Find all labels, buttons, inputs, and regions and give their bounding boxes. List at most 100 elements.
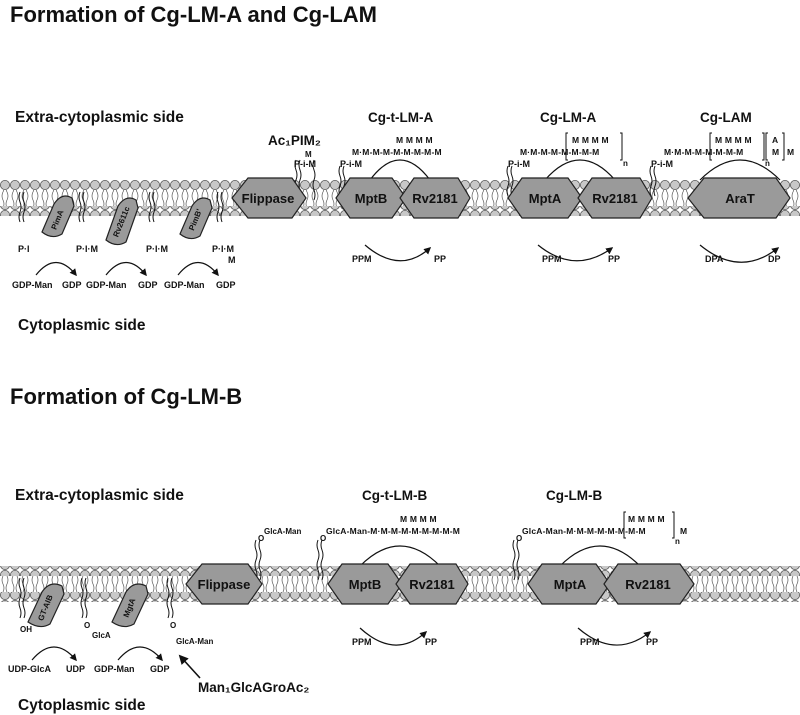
mpta-arc-b xyxy=(559,545,641,567)
o5-label: O xyxy=(516,534,522,543)
ppm-arc-b1 xyxy=(359,627,428,646)
cofactor-arcs-b xyxy=(31,646,163,662)
mpta-b-chain-m: M xyxy=(680,526,687,536)
mptb-arc-b xyxy=(359,545,441,567)
glca-man-label: GlcA-Man xyxy=(176,637,213,646)
svg-text:MptB: MptB xyxy=(355,191,388,206)
svg-text:Rv2181: Rv2181 xyxy=(625,577,671,592)
gt-aib-enzyme: GT-AIB xyxy=(27,583,65,628)
section-a-title: Formation of Cg-LM-A and Cg-LAM xyxy=(10,2,377,27)
gdp-man-1: GDP-Man xyxy=(12,280,53,290)
flippase-b: Flippase xyxy=(185,563,263,605)
lipid-anchors-b xyxy=(18,539,520,619)
ppm-b2: PPM xyxy=(580,637,600,647)
man1-arrow xyxy=(178,654,201,679)
pp-a2: PP xyxy=(608,254,620,264)
arat-chain-m: M xyxy=(772,147,779,157)
mpta-enzyme-a: MptA xyxy=(507,177,583,219)
mpta-pim-label: P-i-M xyxy=(508,159,530,169)
ac-pim-m: M xyxy=(305,150,312,159)
mptb-enzyme-b: MptB xyxy=(327,563,403,605)
svg-text:Rv2181: Rv2181 xyxy=(409,577,455,592)
gdp-2: GDP xyxy=(138,280,158,290)
man1glca-label: Man₁GlcAGroAc₂ xyxy=(198,680,309,695)
svg-text:Flippase: Flippase xyxy=(242,191,295,206)
pp-b2: PP xyxy=(646,637,658,647)
gdp-man-3: GDP-Man xyxy=(164,280,205,290)
oh-label: OH xyxy=(20,625,32,634)
svg-text:Flippase: Flippase xyxy=(198,577,251,592)
arat-n: n xyxy=(765,159,770,168)
cg-lm-b-label: Cg-LM-B xyxy=(546,488,602,503)
section-a-extra-label: Extra-cytoplasmic side xyxy=(15,109,184,126)
ppm-arc-a1 xyxy=(364,244,432,262)
mpta-enzyme-b: MptA xyxy=(527,563,611,605)
ppm-b1: PPM xyxy=(352,637,372,647)
arat-chain-main: M·M-M-M-M-M-M-M xyxy=(664,147,743,157)
cg-lam-label: Cg-LAM xyxy=(700,110,752,125)
pim-label: P·I·M xyxy=(76,244,98,254)
arat-chain-a: A xyxy=(772,135,778,145)
mpta-b-n: n xyxy=(675,537,680,546)
o2-label: O xyxy=(170,621,176,630)
cg-lm-a-label: Cg-LM-A xyxy=(540,110,596,125)
mptb-chain-top: M M M M xyxy=(396,135,433,145)
mpta-bracket xyxy=(565,132,623,161)
pim2-m-label: M xyxy=(228,255,236,265)
gdp-b: GDP xyxy=(150,664,170,674)
cg-t-lm-b-label: Cg-t-LM-B xyxy=(362,488,427,503)
pimb-enzyme: PimB' xyxy=(179,197,213,240)
arat-arc-top xyxy=(699,159,781,181)
glca-man-top: GlcA-Man xyxy=(264,527,301,536)
svg-text:Rv2181: Rv2181 xyxy=(592,191,638,206)
ac-pim-label: P-i-M xyxy=(294,159,316,169)
svg-text:Rv2181: Rv2181 xyxy=(412,191,458,206)
svg-text:MptA: MptA xyxy=(554,577,587,592)
dp-label: DP xyxy=(768,254,781,264)
rv2611c-enzyme: Rv2611c xyxy=(105,197,139,246)
pi-label: P·I xyxy=(18,244,30,254)
o3-label: O xyxy=(258,534,264,543)
dpa-label: DPA xyxy=(705,254,724,264)
arat-bracket xyxy=(709,132,785,161)
mpta-chain-main: M·M-M-M-M-M-M-M xyxy=(520,147,599,157)
svg-text:MptA: MptA xyxy=(529,191,562,206)
arat-enzyme: AraT xyxy=(687,177,791,219)
rv2181-enzyme-b2: Rv2181 xyxy=(603,563,695,605)
rv2181-enzyme-a1: Rv2181 xyxy=(399,177,471,219)
gdp-3: GDP xyxy=(216,280,236,290)
rv2181-enzyme-b1: Rv2181 xyxy=(395,563,469,605)
mgta-enzyme: MgtA xyxy=(111,583,149,628)
mptb-pim-label: P-i-M xyxy=(340,159,362,169)
pp-a1: PP xyxy=(434,254,446,264)
ac1pim2-label: Ac₁PIM₂ xyxy=(268,133,321,148)
mptb-enzyme-a: MptB xyxy=(335,177,407,219)
cofactor-arcs-a xyxy=(35,261,219,277)
mptb-b-chain-top: M M M M xyxy=(400,514,437,524)
mpta-arc-a xyxy=(544,159,616,181)
arat-pim-label: P-i-M xyxy=(651,159,673,169)
mpta-b-chain-top: M M M M xyxy=(628,514,665,524)
mpta-b-chain-main: GlcA-Man-M·M-M-M-M-M-M-M xyxy=(522,526,646,536)
mptb-chain-main: M·M-M-M-M-M-M-M-M xyxy=(352,147,442,157)
pp-b1: PP xyxy=(425,637,437,647)
mptb-b-chain-main: GlcA-Man-M·M-M-M-M-M-M-M-M xyxy=(326,526,460,536)
pim-b-label: P·I·M xyxy=(146,244,168,254)
section-b-title: Formation of Cg-LM-B xyxy=(10,384,242,409)
o1-label: O xyxy=(84,621,90,630)
svg-text:MptB: MptB xyxy=(349,577,382,592)
section-b-extra-label: Extra-cytoplasmic side xyxy=(15,487,184,504)
section-a-cyto-label: Cytoplasmic side xyxy=(18,317,146,334)
mpta-b-bracket xyxy=(623,511,675,539)
udp-glca: UDP-GlcA xyxy=(8,664,52,674)
arat-chain-m2: M xyxy=(787,147,794,157)
arat-chain-top: M M M M xyxy=(715,135,752,145)
ppm-arc-b2 xyxy=(577,627,652,646)
pim2-label: P·I·M xyxy=(212,244,234,254)
dpa-arc xyxy=(699,244,780,263)
ppm-a2: PPM xyxy=(542,254,562,264)
section-b-cyto-label: Cytoplasmic side xyxy=(18,697,146,714)
rv2181-enzyme-a2: Rv2181 xyxy=(577,177,653,219)
ppm-arc-a2 xyxy=(537,244,614,262)
